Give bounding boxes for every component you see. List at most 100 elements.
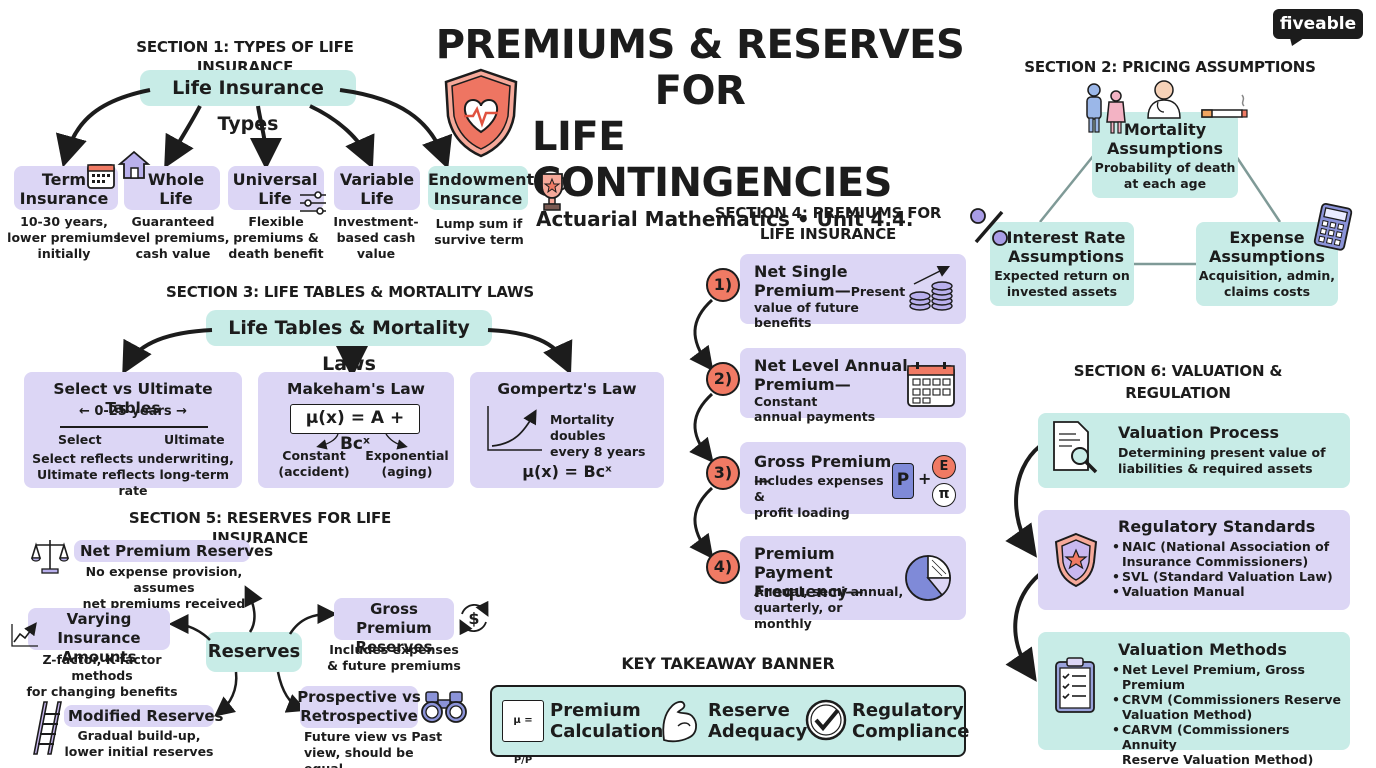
- ladder-icon: [33, 701, 62, 755]
- people-icon: [1086, 83, 1126, 134]
- takeaway-heading: KEY TAKEAWAY BANNER: [621, 654, 835, 673]
- mortality-name: Mortality Assumptions: [1107, 120, 1223, 158]
- premium-text-1: Net Single Premium—Present value of futu…: [754, 262, 910, 330]
- select-ultimate-desc: Select reflects underwriting, Ultimate r…: [32, 451, 234, 498]
- section3-hub: Life Tables & Mortality Laws: [206, 310, 492, 375]
- valuation-process-name: Valuation Process: [1118, 423, 1280, 442]
- house-icon: [117, 150, 151, 179]
- select-ultimate-name: Select vs Ultimate Tables: [53, 380, 213, 417]
- type-card-endowment: [428, 166, 528, 210]
- trend-chart-icon: [11, 622, 38, 647]
- net-reserve-name: Net Premium Reserves: [80, 542, 274, 560]
- valuation-process-card: [1038, 413, 1350, 488]
- type-variable-name: Variable Life: [339, 170, 415, 208]
- pie-chart-icon: [905, 555, 951, 601]
- prospective-name: Prospective vs Retrospective: [297, 688, 421, 725]
- makeham-name: Makeham's Law: [287, 380, 425, 398]
- type-endowment-desc: Lump sum if survive term: [434, 216, 524, 247]
- regulatory-standards-list: NAIC (National Association of Insurance …: [1112, 539, 1344, 599]
- valuation-methods-name: Valuation Methods: [1118, 640, 1287, 659]
- type-universal-desc: Flexible premiums & death benefit: [228, 214, 324, 261]
- select-label: Select: [58, 432, 102, 447]
- takeaway-banner: [490, 685, 966, 757]
- standards-bullet: NAIC (National Association of Insurance …: [1112, 539, 1344, 569]
- trophy-icon: [536, 173, 568, 211]
- doctor-icon: [1147, 80, 1181, 119]
- takeaway-item-premium: Premium Calculation: [550, 700, 664, 742]
- type-term-name: Term Insurance: [19, 170, 109, 208]
- methods-bullet: Net Level Premium, Gross Premium: [1112, 662, 1348, 692]
- scales-icon: [30, 540, 70, 574]
- interest-card: [990, 222, 1134, 306]
- modified-name: Modified Reserves: [68, 707, 224, 725]
- shield-star-icon: [1054, 532, 1098, 588]
- premium-num-3: 3): [706, 456, 740, 490]
- premium-card-1: [740, 254, 966, 324]
- takeaway-item-reserve: Reserve Adequacy: [708, 700, 808, 742]
- gross-p-icon: P: [892, 463, 914, 499]
- regulatory-standards-name: Regulatory Standards: [1118, 517, 1316, 536]
- title-line1: PREMIUMS & RESERVES FOR: [435, 22, 965, 114]
- makeham-constant: Constant (accident): [278, 448, 350, 479]
- type-endowment-name: Endowment Insurance: [428, 170, 535, 208]
- premium-desc-1: Present value of future benefits: [754, 284, 906, 330]
- clipboard-checklist-icon: [1055, 657, 1095, 713]
- gompertz-name: Gompertz's Law: [497, 380, 637, 398]
- select-range-line: [60, 426, 208, 428]
- methods-bullet: CARVM (Commissioners Annuity Reserve Val…: [1112, 722, 1348, 767]
- binoculars-icon: [421, 691, 467, 723]
- formula-icon-text: μ = P/P: [513, 715, 533, 766]
- check-circle-icon: [805, 699, 847, 741]
- expense-desc: Acquisition, admin, claims costs: [1198, 268, 1336, 299]
- premium-num-1: 1): [706, 268, 740, 302]
- heart-shield-icon: [444, 68, 518, 158]
- net-reserve-label-bg: [74, 540, 250, 562]
- premium-card-3: [740, 442, 966, 514]
- gross-e-icon: E: [932, 455, 956, 479]
- valuation-methods-list: Net Level Premium, Gross Premium CRVM (C…: [1112, 662, 1348, 767]
- section2-heading: SECTION 2: PRICING ASSUMPTIONS: [1024, 58, 1316, 76]
- interest-name: Interest Rate Assumptions: [1006, 228, 1126, 266]
- premium-desc-3: Includes expenses & profit loading: [754, 473, 884, 520]
- premium-text-2: Net Level Annual Premium—Constant annual…: [754, 356, 910, 424]
- takeaway-item-regulatory: Regulatory Compliance: [852, 700, 970, 742]
- gompertz-card: [470, 372, 664, 488]
- type-whole-desc: Guaranteed level premiums, cash value: [116, 214, 230, 261]
- prospective-label-bg: [300, 686, 418, 728]
- valuation-process-desc: Determining present value of liabilities…: [1118, 445, 1326, 476]
- premium-num-2: 2): [706, 362, 740, 396]
- premium-title-4: Premium Payment Frequency—: [754, 544, 864, 601]
- brand-name: fiveable: [1279, 14, 1357, 34]
- type-term-desc: 10-30 years, lower premiums initially: [7, 214, 121, 261]
- standards-bullet: Valuation Manual: [1112, 584, 1344, 599]
- premium-num-4: 4): [706, 550, 740, 584]
- varying-desc: Z-factor, K-factor methods for changing …: [26, 652, 178, 699]
- dollar-cycle-icon: $: [459, 600, 489, 636]
- select-range: ← 0-25 years →: [78, 404, 188, 419]
- type-whole-name: Whole Life: [147, 170, 205, 208]
- prospective-desc: Future view vs Past view, should be equa…: [304, 729, 443, 768]
- gompertz-desc: Mortality doubles every 8 years: [550, 412, 646, 459]
- gross-plus-icon: +: [918, 469, 932, 488]
- sliders-icon: [300, 191, 326, 215]
- gompertz-formula: μ(x) = Bcˣ: [522, 462, 612, 481]
- section6-heading: SECTION 6: VALUATION & REGULATION: [1073, 362, 1283, 402]
- interest-desc: Expected return on invested assets: [994, 268, 1130, 299]
- brand-logo[interactable]: fiveable: [1273, 9, 1363, 39]
- gross-reserve-desc: Includes expenses & future premiums: [327, 642, 461, 673]
- document-search-icon: [1053, 421, 1098, 474]
- title-block: PREMIUMS & RESERVES FOR LIFE CONTINGENCI…: [430, 22, 970, 232]
- premium-desc-2: Constant annual payments: [754, 394, 876, 424]
- svg-text:$: $: [468, 609, 479, 628]
- modified-label-bg: [64, 705, 214, 727]
- select-ultimate-card: [24, 372, 242, 488]
- net-reserve-desc: No expense provision, assumes net premiu…: [82, 564, 246, 611]
- percent-icon: [970, 208, 1008, 246]
- muscle-arm-icon: [662, 700, 697, 743]
- brand-tail-icon: [1290, 38, 1304, 46]
